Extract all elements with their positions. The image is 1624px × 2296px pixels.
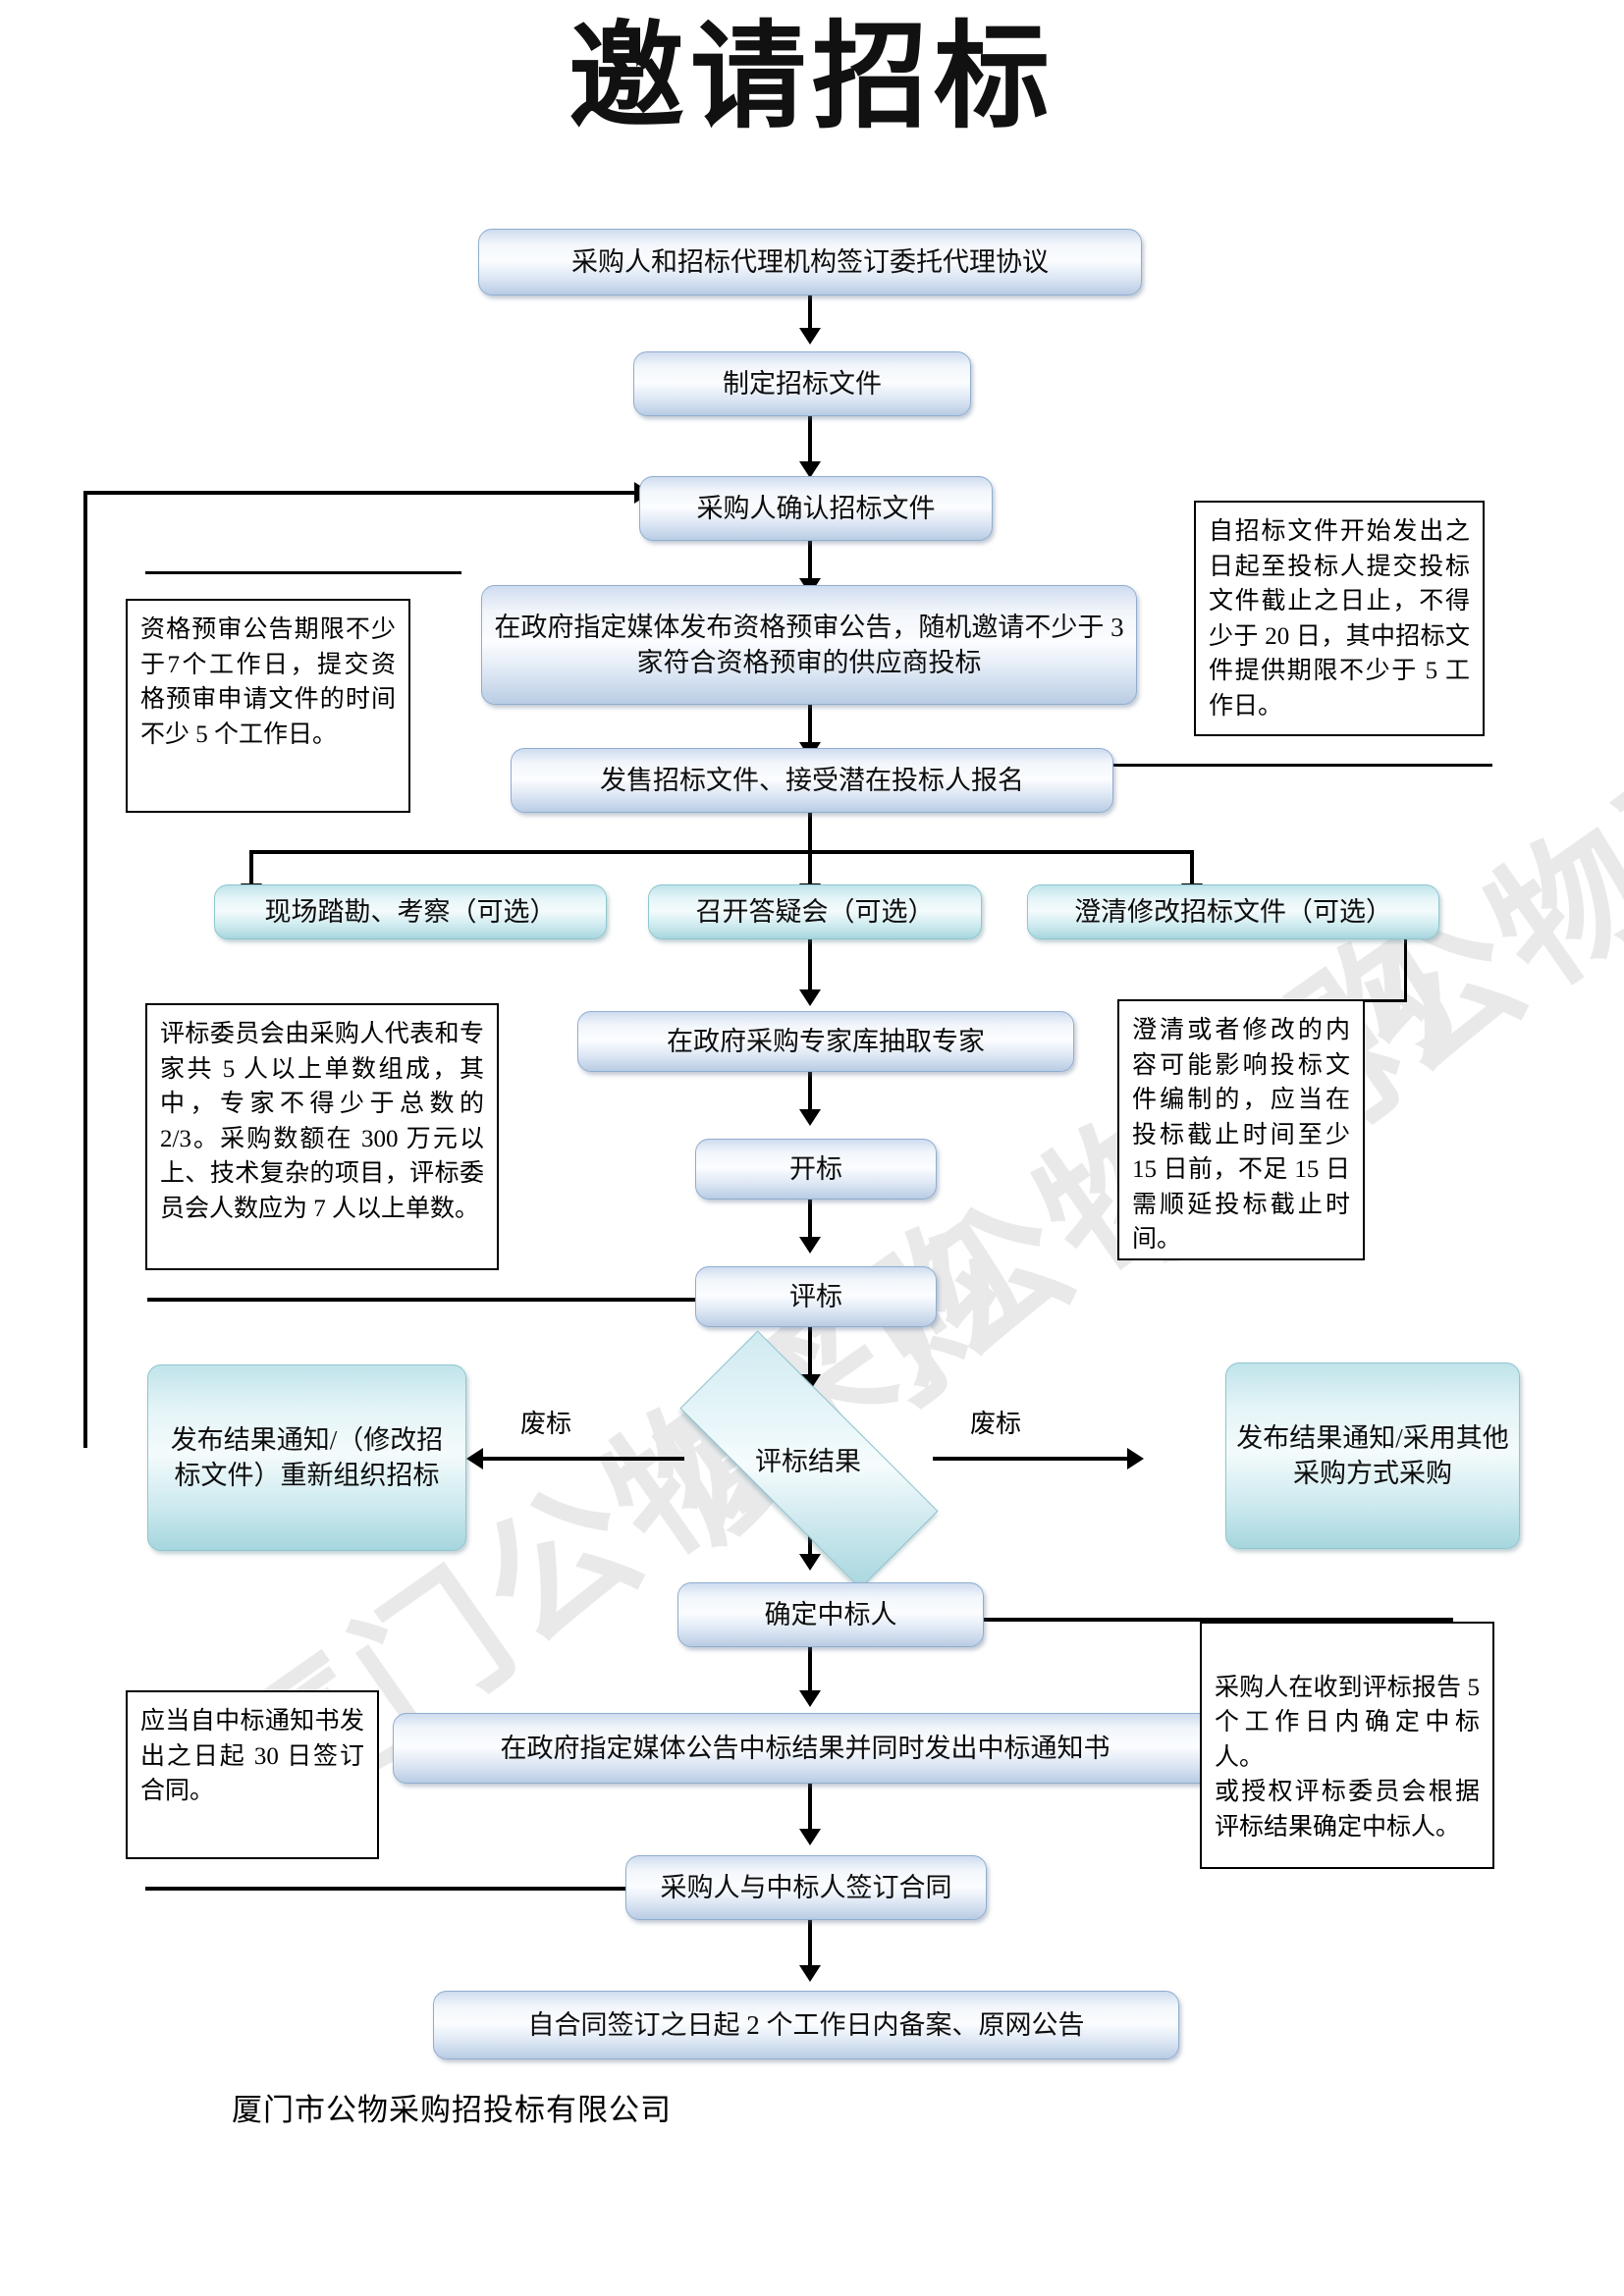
note-text: 采购人在收到评标报告 5 个工作日内确定中标人。 或授权评标委员会根据评标结果确…: [1215, 1674, 1480, 1841]
connector-loop-to-confirm: [83, 491, 648, 495]
node-reissue-reorganize-tender[interactable]: 发布结果通知/（修改招标文件）重新组织招标: [147, 1364, 466, 1551]
node-sign-agency-agreement[interactable]: 采购人和招标代理机构签订委托代理协议: [478, 229, 1142, 295]
note-contract-signing-deadline: 应当自中标通知书发出之日起 30 日签订合同。: [126, 1690, 379, 1859]
node-announce-winner-issue-notice[interactable]: 在政府指定媒体公告中标结果并同时发出中标通知书: [393, 1713, 1218, 1784]
note-determine-winner-deadline: 采购人在收到评标报告 5 个工作日内确定中标人。 或授权评标委员会根据评标结果确…: [1200, 1622, 1494, 1869]
node-label: 召开答疑会（可选）: [695, 896, 935, 927]
node-label: 制定招标文件: [723, 368, 882, 399]
node-label: 自合同签订之日起 2 个工作日内备案、原网公告: [527, 2009, 1085, 2040]
node-label: 发售招标文件、接受潜在投标人报名: [600, 765, 1024, 795]
note-text: 评标委员会由采购人代表和专家共 5 人以上单数组成，其中，专家不得少于总数的 2…: [160, 1021, 484, 1222]
note-prequalification-period: 资格预审公告期限不少于7个工作日，提交资格预审申请文件的时间不少 5 个工作日。: [126, 599, 410, 813]
node-bid-opening[interactable]: 开标: [695, 1139, 937, 1200]
node-label: 确定中标人: [764, 1599, 897, 1629]
note-text: 澄清或者修改的内容可能影响投标文件编制的，应当在投标截止时间至少 15 日前，不…: [1132, 1017, 1350, 1253]
node-label: 现场踏勘、考察（可选）: [264, 896, 557, 927]
node-prepare-tender-docs[interactable]: 制定招标文件: [633, 351, 971, 416]
node-sell-docs-accept-registration[interactable]: 发售招标文件、接受潜在投标人报名: [511, 748, 1113, 813]
node-label: 在政府指定媒体公告中标结果并同时发出中标通知书: [500, 1733, 1110, 1763]
node-sign-contract[interactable]: 采购人与中标人签订合同: [625, 1855, 987, 1920]
node-label: 澄清修改招标文件（可选）: [1074, 896, 1392, 927]
note-bid-submission-period: 自招标文件开始发出之日起至投标人提交投标文件截止之日止，不得少于 20 日，其中…: [1194, 501, 1485, 736]
company-footer: 厦门市公物采购招投标有限公司: [232, 2093, 672, 2127]
node-label: 采购人与中标人签订合同: [660, 1872, 952, 1902]
node-label: 发布结果通知/采用其他采购方式采购: [1236, 1422, 1509, 1488]
node-site-visit-optional[interactable]: 现场踏勘、考察（可选）: [214, 884, 607, 939]
node-label: 在政府指定媒体发布资格预审公告，随机邀请不少于 3 家符合资格预审的供应商投标: [494, 612, 1124, 677]
node-label: 采购人和招标代理机构签订委托代理协议: [571, 246, 1049, 277]
node-other-procurement-method[interactable]: 发布结果通知/采用其他采购方式采购: [1225, 1362, 1520, 1549]
note-text: 自招标文件开始发出之日起至投标人提交投标文件截止之日止，不得少于 20 日，其中…: [1209, 518, 1470, 720]
note-evaluation-committee: 评标委员会由采购人代表和专家共 5 人以上单数组成，其中，专家不得少于总数的 2…: [145, 1003, 499, 1270]
node-determine-winner[interactable]: 确定中标人: [677, 1582, 984, 1647]
page-title: 邀请招标: [568, 13, 1056, 142]
note-text: 资格预审公告期限不少于7个工作日，提交资格预审申请文件的时间不少 5 个工作日。: [140, 616, 396, 748]
node-clarify-amend-docs-optional[interactable]: 澄清修改招标文件（可选）: [1027, 884, 1439, 939]
connector-optional-bus: [249, 850, 1194, 854]
edge-label-reject-left: 废标: [520, 1410, 572, 1438]
node-evaluation-result-decision[interactable]: 评标结果: [679, 1330, 939, 1589]
node-label: 在政府采购专家库抽取专家: [667, 1026, 985, 1056]
node-draw-experts[interactable]: 在政府采购专家库抽取专家: [577, 1011, 1074, 1072]
node-purchaser-confirm-docs[interactable]: 采购人确认招标文件: [639, 476, 993, 541]
note-text: 应当自中标通知书发出之日起 30 日签订合同。: [140, 1708, 364, 1804]
node-file-record-publish[interactable]: 自合同签订之日起 2 个工作日内备案、原网公告: [433, 1991, 1179, 2059]
node-label: 开标: [789, 1153, 842, 1184]
edge-label-reject-right: 废标: [970, 1410, 1022, 1438]
node-bid-evaluation[interactable]: 评标: [695, 1266, 937, 1327]
node-label: 评标: [789, 1281, 842, 1311]
node-publish-prequalification-notice[interactable]: 在政府指定媒体发布资格预审公告，随机邀请不少于 3 家符合资格预审的供应商投标: [481, 585, 1137, 705]
node-label: 采购人确认招标文件: [696, 493, 936, 523]
node-label: 评标结果: [755, 1446, 861, 1476]
node-label: 发布结果通知/（修改招标文件）重新组织招标: [170, 1424, 444, 1490]
node-qa-meeting-optional[interactable]: 召开答疑会（可选）: [648, 884, 982, 939]
note-clarification-deadline: 澄清或者修改的内容可能影响投标文件编制的，应当在投标截止时间至少 15 日前，不…: [1117, 999, 1365, 1260]
